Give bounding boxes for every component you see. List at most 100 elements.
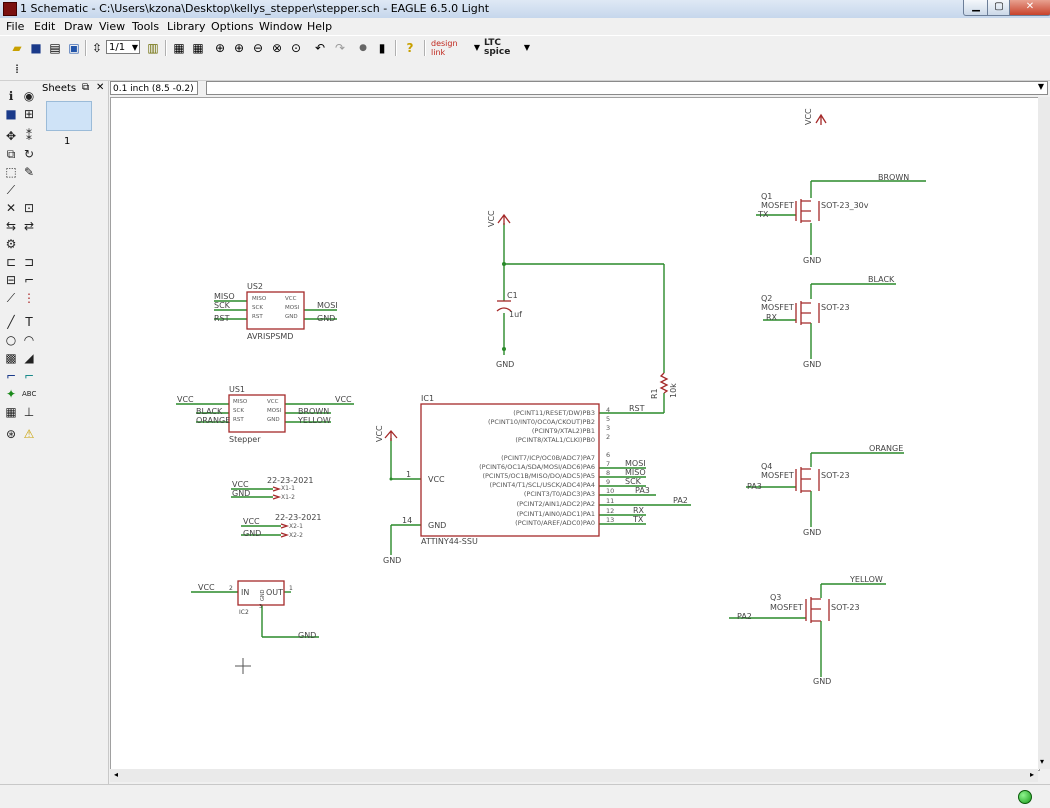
menu-window[interactable]: Window xyxy=(259,20,303,33)
schematic-canvas[interactable]: VCC VCC VCC GND GND GND GND GND GND GND … xyxy=(110,97,1040,771)
ulp-icon[interactable]: ▦ xyxy=(192,41,204,55)
text-icon[interactable]: T xyxy=(25,315,33,329)
menu-library[interactable]: Library xyxy=(167,20,206,33)
menu-edit[interactable]: Edit xyxy=(34,20,56,33)
menu-options[interactable]: Options xyxy=(211,20,254,33)
smash-icon[interactable]: ⊟ xyxy=(5,273,17,287)
save-icon[interactable]: ■ xyxy=(30,41,42,55)
label-icon[interactable]: ABC xyxy=(22,390,37,398)
display-icon[interactable]: ■ xyxy=(5,107,17,121)
mark-icon[interactable]: ⊞ xyxy=(23,107,35,121)
ic1-pin-number: 12 xyxy=(606,507,614,515)
menu-file[interactable]: File xyxy=(6,20,25,33)
print-icon[interactable]: ▤ xyxy=(49,41,61,55)
net-icon[interactable]: ⌐ xyxy=(23,369,35,383)
group-icon[interactable]: ⬚ xyxy=(5,165,17,179)
split-icon[interactable]: ⟋ xyxy=(6,291,16,305)
scroll-down-icon[interactable]: ▾ xyxy=(1040,757,1045,766)
add-icon[interactable]: ⊡ xyxy=(23,201,35,215)
sheet-icon[interactable]: ⇳ xyxy=(91,41,103,55)
zoom-in-icon[interactable]: ⊕ xyxy=(233,41,245,55)
arc-icon[interactable]: ◠ xyxy=(23,333,35,347)
mosi-net-label: MOSI xyxy=(625,459,646,468)
chevron-down-icon[interactable]: ▼ xyxy=(1037,82,1044,91)
dock-icon[interactable]: ⧉ xyxy=(82,82,90,93)
us1-net-yellow: YELLOW xyxy=(297,416,331,425)
close-icon[interactable]: ✕ xyxy=(96,82,105,93)
replace-icon[interactable]: ⚙ xyxy=(5,237,17,251)
zoom-fit-icon[interactable]: ⊕ xyxy=(214,41,226,55)
go-icon[interactable]: ▮ xyxy=(378,41,386,55)
redraw-icon[interactable]: ⊗ xyxy=(271,41,283,55)
junction-icon[interactable]: ✦ xyxy=(5,387,17,401)
q1-type: MOSFET xyxy=(761,201,794,210)
menu-tools[interactable]: Tools xyxy=(132,20,160,33)
delete-icon[interactable]: ✕ xyxy=(5,201,17,215)
us2-net-gnd: GND xyxy=(317,314,335,323)
minimize-button[interactable]: ▁ xyxy=(963,0,989,16)
zoom-out-icon[interactable]: ⊖ xyxy=(252,41,264,55)
miter-icon[interactable]: ⌐ xyxy=(23,273,35,287)
errors-icon[interactable]: ⚠ xyxy=(23,427,35,441)
cam-processor-icon[interactable]: ▣ xyxy=(68,41,80,55)
script-icon[interactable]: ▦ xyxy=(173,41,185,55)
name-icon[interactable]: ⊏ xyxy=(5,255,17,269)
ic2-pin-2: 2 xyxy=(229,585,233,592)
close-button[interactable]: ✕ xyxy=(1009,0,1050,16)
design-link-button[interactable]: design link xyxy=(431,39,458,57)
q4-net: ORANGE xyxy=(869,444,903,453)
command-line-input[interactable]: ▼ xyxy=(206,81,1048,95)
status-bar xyxy=(0,784,1050,808)
rect-icon[interactable]: ▩ xyxy=(5,351,17,365)
horizontal-scrollbar[interactable]: ◂ ▸ xyxy=(110,769,1038,782)
chevron-down-icon[interactable]: ▼ xyxy=(523,43,531,52)
us2-pin-miso: MISO xyxy=(252,296,267,302)
library-icon[interactable]: ▥ xyxy=(147,41,159,55)
vertical-scrollbar[interactable]: ▾ xyxy=(1038,97,1050,769)
attribute-icon[interactable]: ▦ xyxy=(5,405,17,419)
zoom-select-icon[interactable]: ⊙ xyxy=(290,41,302,55)
invoke-icon[interactable]: ⋮ xyxy=(23,291,35,305)
wire-icon[interactable]: ╱ xyxy=(7,315,15,329)
ic1-pin-number: 11 xyxy=(606,497,614,505)
chevron-down-icon[interactable]: ▼ xyxy=(131,43,139,52)
change-icon[interactable]: ✎ xyxy=(23,165,35,179)
r1-value: 10k xyxy=(669,383,678,398)
undo-icon[interactable]: ↶ xyxy=(314,41,326,55)
value-icon[interactable]: ⊐ xyxy=(23,255,35,269)
r1-label: R1 xyxy=(650,388,659,399)
bus-icon[interactable]: ⌐ xyxy=(5,369,17,383)
sheet-select[interactable]: 1/1 xyxy=(106,40,140,54)
move-icon[interactable]: ✥ xyxy=(5,129,17,143)
info-icon[interactable]: ℹ xyxy=(8,89,14,103)
menu-view[interactable]: View xyxy=(99,20,126,33)
ic2-out-pin: OUT xyxy=(266,588,283,597)
open-icon[interactable]: ▰ xyxy=(12,41,22,55)
grid-icon[interactable]: ⁞ xyxy=(15,62,19,76)
rotate-icon[interactable]: ↻ xyxy=(23,147,35,161)
ltspice-button[interactable]: LTC spice xyxy=(484,38,511,57)
stop-icon[interactable]: ● xyxy=(359,43,367,53)
sheet-thumbnail[interactable] xyxy=(46,101,92,131)
mirror-icon[interactable]: ⧉ xyxy=(6,147,16,161)
menu-draw[interactable]: Draw xyxy=(64,20,93,33)
maximize-button[interactable]: ▢ xyxy=(987,0,1011,16)
coordinate-readout: 0.1 inch (8.5 -0.2) xyxy=(110,81,198,95)
scroll-left-icon[interactable]: ◂ xyxy=(114,770,119,779)
ic1-pin-number: 7 xyxy=(606,460,610,468)
show-icon[interactable]: ◉ xyxy=(23,89,35,103)
copy-icon[interactable]: ⁑ xyxy=(26,129,32,143)
polygon-icon[interactable]: ◢ xyxy=(24,351,34,365)
erc-icon[interactable]: ⊛ xyxy=(5,427,17,441)
dimension-icon[interactable]: ⊥ xyxy=(23,405,35,419)
ic1-pin-name: (PCINT0/AREF/ADC0)PA0 xyxy=(515,519,595,527)
scroll-right-icon[interactable]: ▸ xyxy=(1029,770,1034,779)
paste-icon[interactable]: ⟋ xyxy=(6,183,16,197)
help-icon[interactable]: ? xyxy=(406,41,414,55)
chevron-down-icon[interactable]: ▼ xyxy=(473,43,481,52)
redo-icon[interactable]: ↷ xyxy=(334,41,346,55)
gateswap-icon[interactable]: ⇄ xyxy=(23,219,35,233)
menu-help[interactable]: Help xyxy=(307,20,333,33)
circle-icon[interactable]: ○ xyxy=(5,333,17,347)
pinswap-icon[interactable]: ⇆ xyxy=(5,219,17,233)
